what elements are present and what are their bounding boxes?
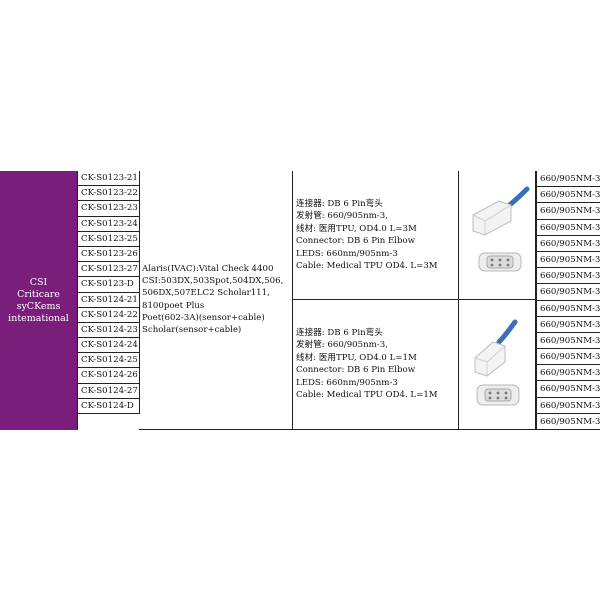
product-table: CSI Criticare syCKems intemational CK-S0… [0, 171, 600, 430]
compatibility-line: Scholar(sensor+cable) [142, 325, 242, 336]
part-number: CK-S0124-24 [78, 338, 140, 354]
wavelength-value: 660/905NM-3 [536, 219, 600, 236]
wavelength-value: 660/905NM-3 [536, 300, 600, 317]
part-number: CK-S0124-23 [78, 322, 140, 339]
wavelength-value: 660/905NM-3 [536, 268, 600, 285]
spec-line: 连接器: DB 6 Pin弯头 [296, 328, 383, 338]
wavelength-value: 660/905NM-3 [536, 284, 600, 301]
sensor-connector-image [474, 319, 520, 406]
spec-line: Connector: DB 6 Pin Elbow [296, 365, 416, 376]
brand-line: CSI [29, 276, 48, 288]
wavelength-value: 660/905NM-3 [536, 365, 600, 382]
part-number: CK-S0124-D [78, 398, 140, 414]
wavelength-value: 660/905NM-3 [536, 397, 600, 414]
part-number: CK-S0124-25 [78, 353, 140, 369]
wavelength-value: 660/905NM-3 [536, 332, 600, 350]
compatibility-cell: Alaris(IVAC):Vital Check 4400 CSI:503DX,… [139, 171, 293, 430]
brand-line: intemational [8, 312, 69, 324]
wavelength-value: 660/905NM-3 [536, 251, 600, 269]
compatibility-line: 506DX,507ELC2 Scholar111, [142, 288, 270, 299]
spec-line: 发射管: 660/905nm-3, [296, 340, 388, 351]
part-number: CK-S0123-23 [78, 201, 140, 217]
spec-line: 线材: 医用TPU, OD4.0 L=3M [296, 223, 417, 234]
wavelength-value: 660/905NM-3 [536, 203, 600, 220]
part-number: CK-S0124-22 [78, 307, 140, 323]
spec-line: Connector: DB 6 Pin Elbow [296, 236, 416, 247]
wavelength-column: 660/905NM-3 660/905NM-3 660/905NM-3 660/… [536, 171, 600, 430]
spec-line: LEDS: 660nm/905nm-3 [296, 248, 398, 259]
product-photo-cell [459, 171, 536, 300]
brand-cell: CSI Criticare syCKems intemational [0, 171, 77, 430]
part-number: CK-S0123-D [78, 277, 140, 293]
part-number-column: CK-S0123-21 CK-S0123-22 CK-S0123-23 CK-S… [77, 171, 140, 430]
part-number: CK-S0123-21 [78, 171, 140, 187]
spec-line: Cable: Medical TPU OD4. L=3M [296, 261, 438, 272]
spec-line: LEDS: 660nm/905nm-3 [296, 377, 398, 388]
product-photo-cell [459, 300, 536, 430]
spec-cell-3m: 连接器: DB 6 Pin弯头 发射管: 660/905nm-3, 线材: 医用… [293, 171, 459, 300]
wavelength-value: 660/905NM-3 [536, 349, 600, 366]
compatibility-line: CSI:503DX,503Spot,504DX,506, [142, 276, 284, 287]
compatibility-line: Alaris(IVAC):Vital Check 4400 [142, 264, 274, 274]
part-number: CK-S0123-26 [78, 246, 140, 263]
wavelength-value: 660/905NM-3 [536, 316, 600, 333]
wavelength-value: 660/905NM-3 [536, 171, 600, 188]
sensor-connector-image [472, 186, 530, 272]
spec-line: 线材: 医用TPU, OD4.0 L=1M [296, 352, 417, 363]
spec-cell-1m: 连接器: DB 6 Pin弯头 发射管: 660/905nm-3, 线材: 医用… [293, 300, 459, 430]
part-number: CK-S0123-24 [78, 216, 140, 232]
part-number: CK-S0124-21 [78, 292, 140, 308]
wavelength-value: 660/905NM-3 [536, 235, 600, 252]
compatibility-line: Poet(602-3A)(sensor+cable) [142, 312, 265, 323]
part-number: CK-S0123-25 [78, 231, 140, 247]
brand-line: syCKems [16, 300, 61, 312]
part-number: CK-S0123-27 [78, 262, 140, 278]
wavelength-value: 660/905NM-3 [536, 381, 600, 398]
part-number: CK-S0124-27 [78, 383, 140, 399]
spec-line: Cable: Medical TPU OD4. L=1M [296, 390, 438, 401]
wavelength-value: 660/905NM-3 [536, 187, 600, 204]
spec-line: 发射管: 660/905nm-3, [296, 211, 388, 222]
brand-line: Criticare [17, 288, 60, 300]
spec-line: 连接器: DB 6 Pin弯头 [296, 199, 383, 209]
part-number: CK-S0124-26 [78, 368, 140, 384]
wavelength-value: 660/905NM-3 [536, 413, 600, 430]
compatibility-line: 8100poet Plus [142, 300, 205, 311]
part-number: CK-S0123-22 [78, 186, 140, 202]
